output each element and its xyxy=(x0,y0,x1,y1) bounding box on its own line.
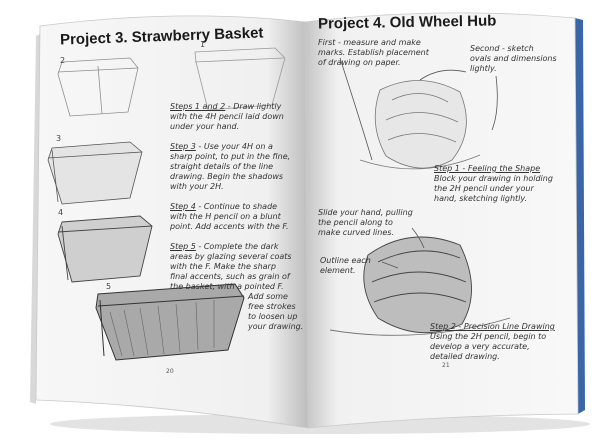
step-1-heading: Step 1 - Feeling the Shape xyxy=(434,164,541,173)
left-page-number: 20 xyxy=(166,368,174,375)
basket-sketch-2 xyxy=(57,57,139,117)
drawing-label-2: 2 xyxy=(60,56,66,65)
note-second: Second - sketch ovals and dimensions lig… xyxy=(470,44,557,74)
step-5-line-7: free strokes xyxy=(248,302,296,311)
step-1-line-1: Block your drawing in holding xyxy=(434,174,553,183)
drawing-label-5: 5 xyxy=(106,282,112,291)
step-1-line-3: hand, sketching lightly. xyxy=(434,194,528,203)
note-first-line-3: of drawing on paper. xyxy=(318,58,401,67)
right-page xyxy=(304,12,579,429)
step-3-heading: Step 3 xyxy=(170,142,196,151)
note-first-line-1: First - measure and make xyxy=(318,38,421,47)
basket-sketch-3 xyxy=(47,141,143,205)
step-4-line-1: - Continue to shade xyxy=(198,202,278,211)
right-page-number: 21 xyxy=(442,362,450,369)
step-2-heading: Step 2 - Precision Line Drawing xyxy=(430,322,555,331)
step-2-text: Step 2 - Precision Line Drawing Using th… xyxy=(430,322,555,362)
right-page-title: Project 4. Old Wheel Hub xyxy=(317,12,497,33)
left-cover-edge xyxy=(30,34,40,404)
note-first-line-2: marks. Establish placement xyxy=(318,48,429,57)
drawing-label-3: 3 xyxy=(56,134,62,143)
note-slide-line-3: make curved lines. xyxy=(318,228,394,237)
step-4-line-3: point. Add accents with the F. xyxy=(170,222,289,231)
note-second-line-3: lightly. xyxy=(470,64,497,73)
note-second-line-1: Second - sketch xyxy=(470,44,534,53)
step-4-text: Step 4 - Continue to shade with the H pe… xyxy=(170,202,289,232)
basket-sketch-5 xyxy=(95,283,245,361)
step-5-line-2: areas by glazing several coats xyxy=(170,252,292,261)
step-5-heading: Step 5 xyxy=(170,242,196,251)
note-slide-line-1: Slide your hand, pulling xyxy=(318,208,413,217)
step-5-line-3: with the F. Make the sharp xyxy=(170,262,276,271)
steps-1-2-text: Steps 1 and 2 - Draw lightly with the 4H… xyxy=(170,102,284,132)
note-outline-line-1: Outline each xyxy=(320,256,371,265)
note-slide-line-2: the pencil along to xyxy=(318,218,393,227)
note-outline-line-2: element. xyxy=(320,266,356,275)
steps-1-2-line-1: - Draw lightly xyxy=(227,102,282,111)
step-3-line-2: sharp point, to put in the fine, xyxy=(170,152,291,161)
step-3-line-4: drawing. Begin the shadows xyxy=(170,172,284,181)
step-5-line-8: to loosen up xyxy=(248,312,298,321)
step-1-line-2: the 2H pencil under your xyxy=(434,184,534,193)
step-4-heading: Step 4 xyxy=(170,202,196,211)
step-5-line-6: Add some xyxy=(248,292,288,301)
step-2-line-2: develop a very accurate, xyxy=(430,342,530,351)
basket-sketch-4 xyxy=(57,215,153,283)
step-5-text: Step 5 - Complete the dark areas by glaz… xyxy=(170,242,292,292)
step-3-line-1: - Use your 4H on a xyxy=(198,142,273,151)
annotation-arrows xyxy=(339,57,498,269)
wheel-hub-sketch-2 xyxy=(329,236,511,336)
step-4-line-2: with the H pencil on a blunt xyxy=(170,212,281,221)
step-3-line-5: with your 2H. xyxy=(170,182,224,191)
steps-1-2-line-3: under your hand. xyxy=(170,122,240,131)
step-5-line-9: your drawing. xyxy=(248,322,304,331)
step-1-text: Step 1 - Feeling the Shape Block your dr… xyxy=(434,164,553,204)
note-outline: Outline each element. xyxy=(320,256,371,276)
note-slide: Slide your hand, pulling the pencil alon… xyxy=(318,208,413,238)
wheel-hub-sketch-1 xyxy=(359,80,481,170)
basket-sketch-1 xyxy=(194,47,286,111)
step-5-extra-text: Add some free strokes to loosen up your … xyxy=(248,292,303,332)
step-5-line-4: final accents, such as grain of xyxy=(170,272,290,281)
note-second-line-2: ovals and dimensions xyxy=(470,54,557,63)
step-3-text: Step 3 - Use your 4H on a sharp point, t… xyxy=(170,142,290,192)
step-5-line-1: - Complete the dark xyxy=(198,242,279,251)
steps-1-2-line-2: with the 4H pencil laid down xyxy=(170,112,284,121)
step-2-line-3: detailed drawing. xyxy=(430,352,500,361)
drawing-label-4: 4 xyxy=(58,208,64,217)
step-2-line-1: Using the 2H pencil, begin to xyxy=(430,332,547,341)
drawing-label-1: 1 xyxy=(200,40,206,49)
note-first: First - measure and make marks. Establis… xyxy=(318,38,429,68)
steps-1-2-heading: Steps 1 and 2 xyxy=(170,102,226,111)
step-5-line-5: the basket, with a pointed F. xyxy=(170,282,284,291)
step-3-line-3: straight details of the line xyxy=(170,162,274,171)
